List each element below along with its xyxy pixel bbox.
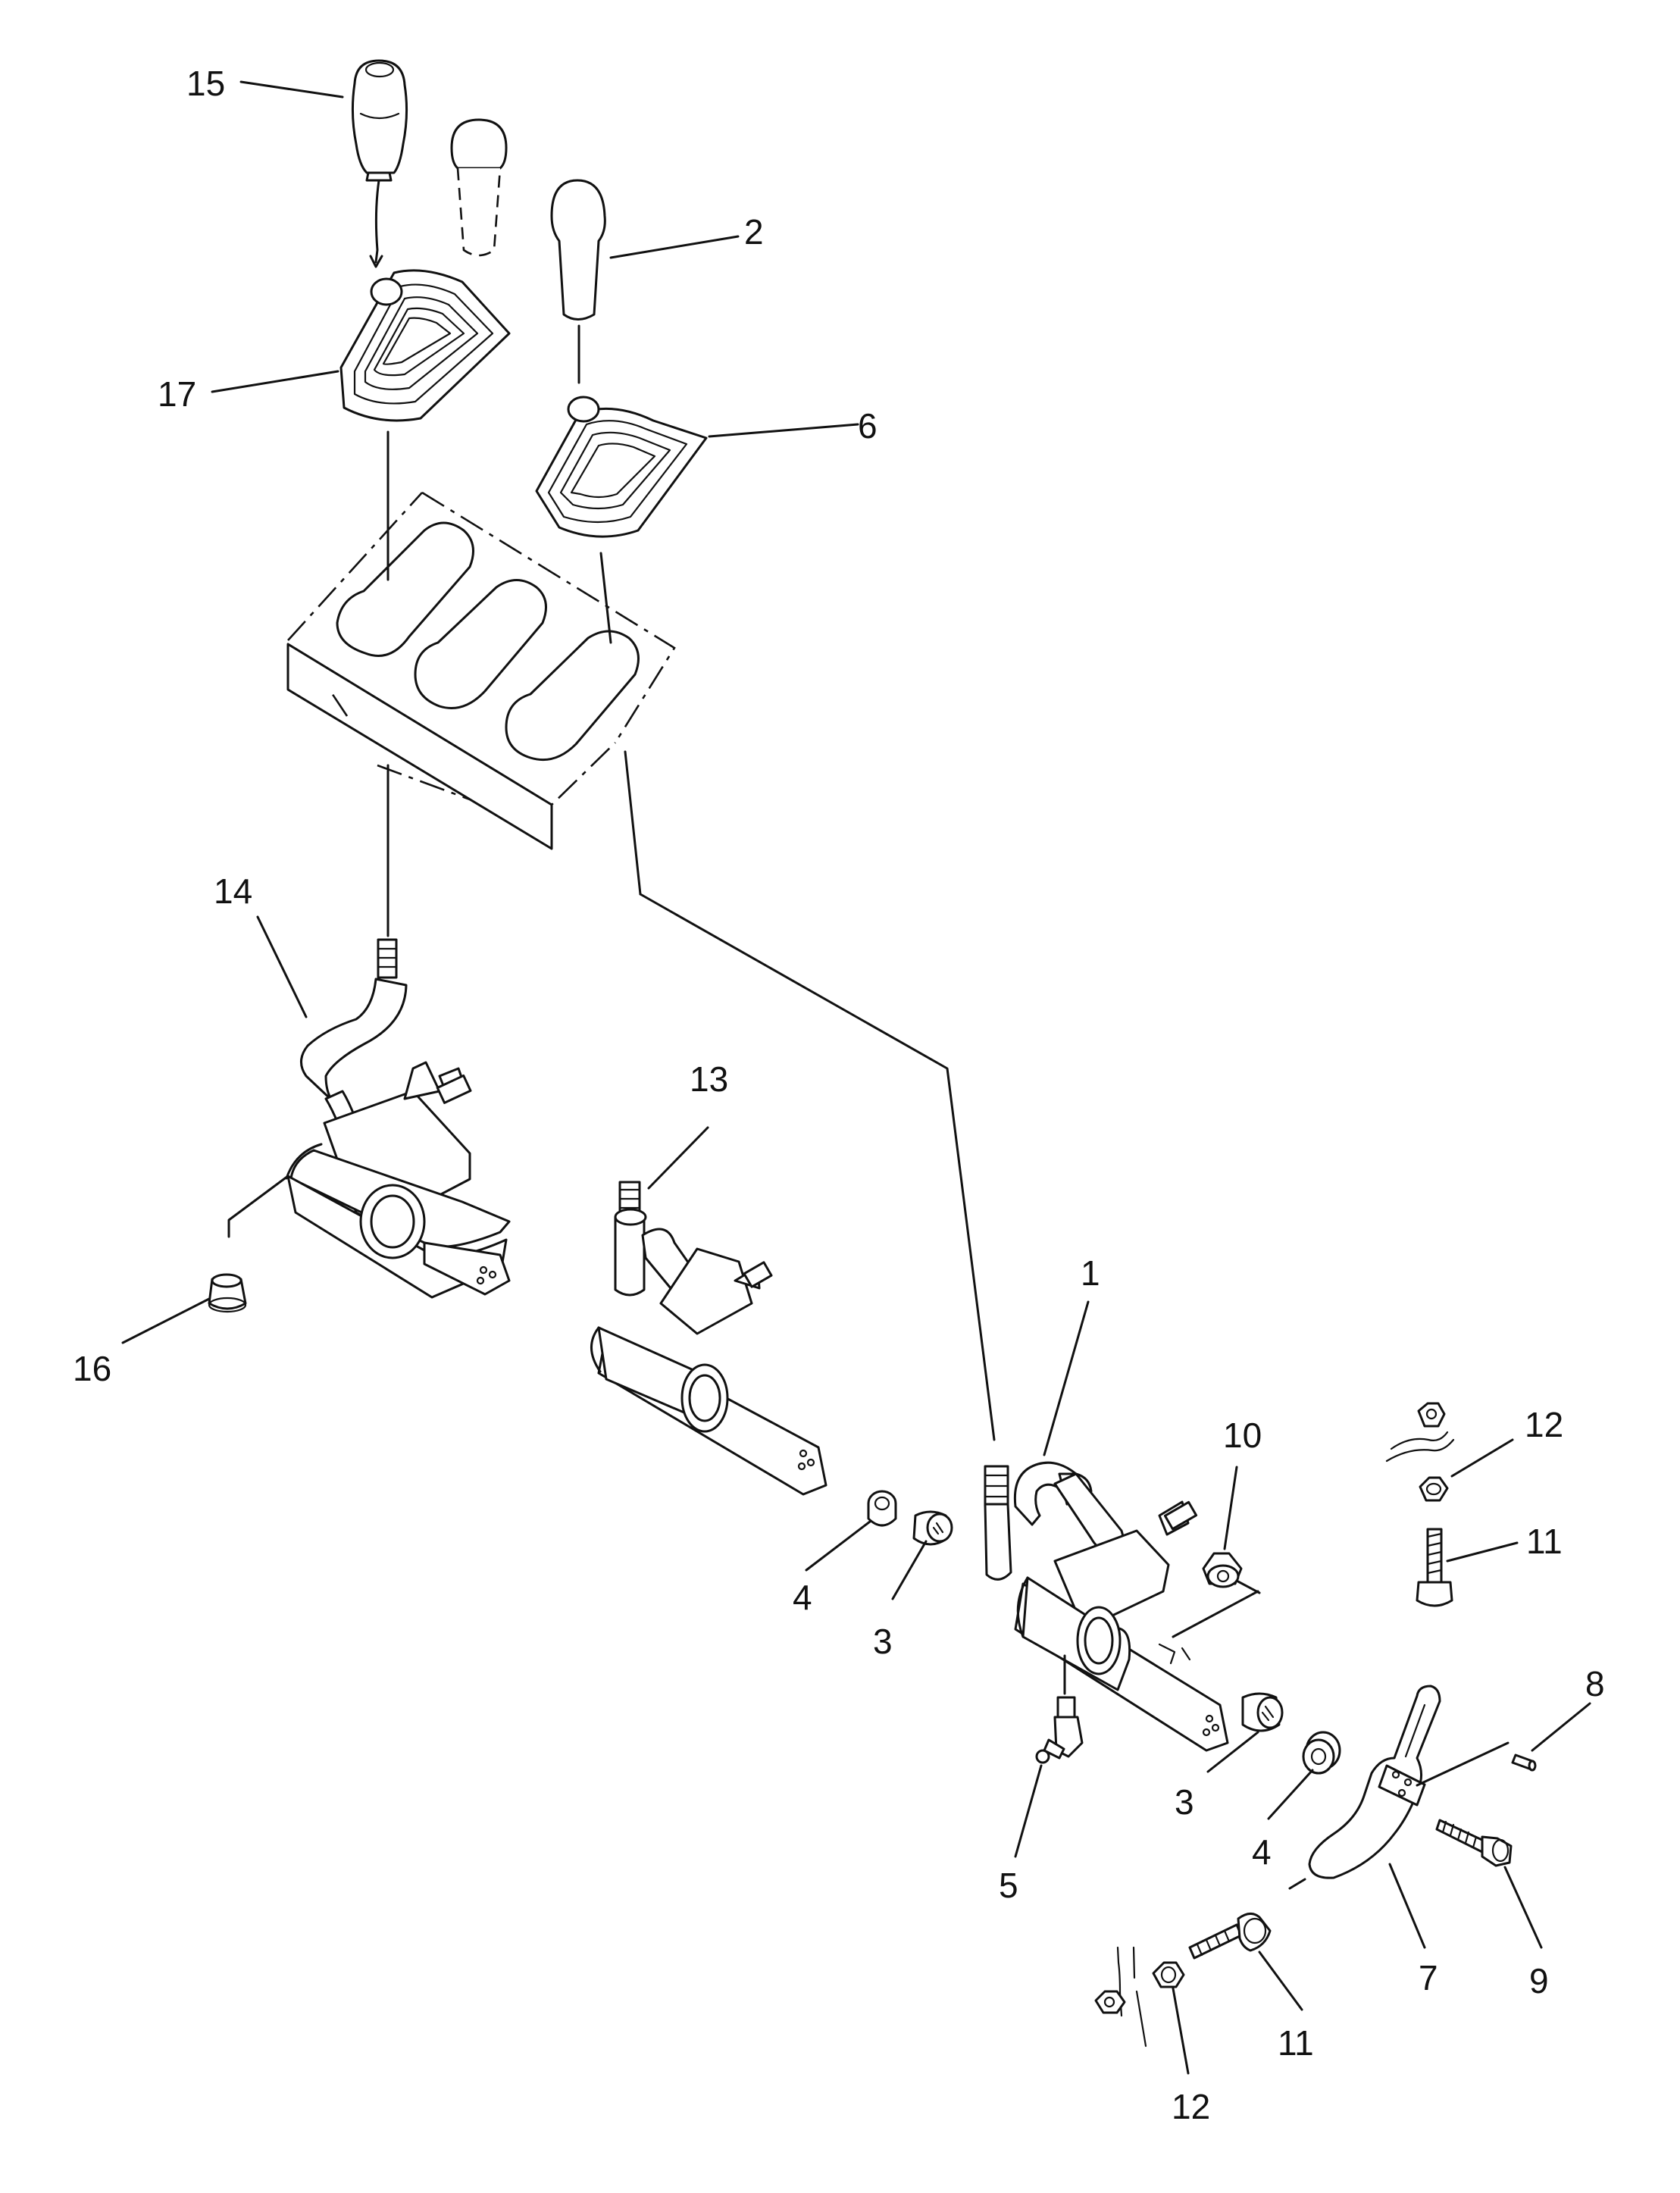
part-10-nut — [1202, 1552, 1243, 1588]
part-3-bushing-left — [912, 1510, 953, 1546]
callout-12-bottom: 12 — [1172, 2087, 1210, 2126]
callout-4-left: 4 — [793, 1578, 812, 1617]
part-1-lever — [984, 1461, 1261, 1752]
callout-8: 8 — [1585, 1664, 1605, 1703]
part-8-pin — [1511, 1753, 1537, 1772]
part-11-bolt-bottom — [1188, 1913, 1272, 1960]
part-12-nut-bottom — [1094, 1946, 1185, 2048]
part-15-knob — [351, 59, 408, 268]
callout-17: 17 — [158, 374, 196, 414]
part-14-lever — [227, 938, 511, 1299]
callout-10: 10 — [1223, 1416, 1262, 1455]
leader-lines — [121, 80, 1591, 2075]
callout-5: 5 — [999, 1866, 1018, 1905]
part-7-plate — [1288, 1685, 1509, 1890]
callout-2: 2 — [744, 212, 764, 252]
callout-4-right: 4 — [1252, 1832, 1272, 1872]
part-4-bushing-left — [867, 1490, 897, 1527]
part-9-bolt — [1435, 1819, 1513, 1867]
part-17-boot — [339, 269, 511, 581]
callout-3-left: 3 — [873, 1622, 893, 1661]
callout-7: 7 — [1419, 1958, 1438, 1997]
callout-16: 16 — [73, 1349, 111, 1388]
knob-alternate-position — [450, 118, 508, 257]
callout-9: 9 — [1529, 1961, 1549, 2001]
part-12-nut-top — [1385, 1402, 1455, 1502]
part-4-bushing-right — [1302, 1731, 1341, 1775]
part-6-boot — [535, 396, 708, 644]
part-5-fitting — [1035, 1696, 1084, 1764]
link-line — [639, 893, 996, 1441]
callout-12-top: 12 — [1525, 1405, 1563, 1444]
part-16-nut — [208, 1273, 247, 1313]
part-2-knob — [550, 179, 606, 384]
part-13-lever — [590, 1181, 827, 1496]
callout-11-bottom: 11 — [1278, 2023, 1314, 2063]
callout-15: 15 — [186, 64, 225, 103]
callout-1: 1 — [1081, 1253, 1100, 1293]
callout-6: 6 — [858, 406, 878, 446]
callout-11-top: 11 — [1526, 1522, 1563, 1561]
part-11-bolt-top — [1416, 1528, 1453, 1607]
callout-13: 13 — [690, 1059, 728, 1099]
callout-3-right: 3 — [1175, 1782, 1194, 1822]
part-3-bushing-right — [1241, 1692, 1284, 1732]
callout-14: 14 — [214, 871, 252, 911]
floor-plate — [286, 491, 676, 937]
callout-labels: 15 2 17 6 14 13 16 1 10 12 11 4 3 8 3 4 … — [73, 64, 1605, 2126]
